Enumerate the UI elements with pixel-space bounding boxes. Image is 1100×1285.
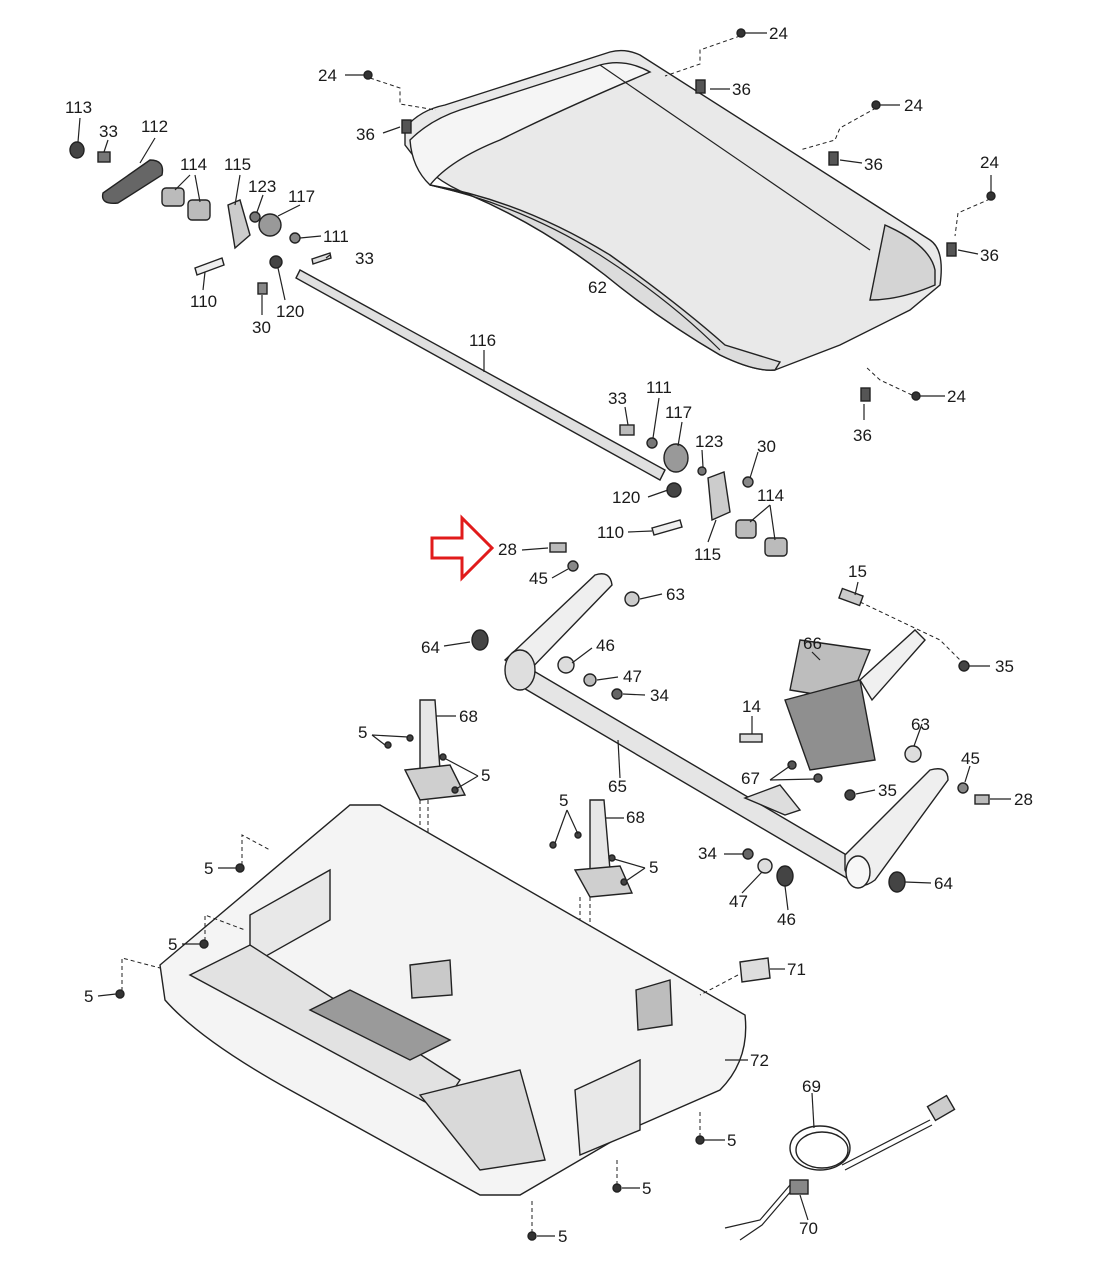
callout-110: 110 (597, 523, 624, 542)
callout-112: 112 (141, 117, 168, 136)
callout-123: 123 (695, 432, 723, 451)
power-cord-69 (724, 1094, 956, 1241)
callout-35: 35 (995, 657, 1014, 676)
callout-115: 115 (694, 545, 721, 564)
callout-5: 5 (358, 723, 367, 742)
callout-67: 67 (741, 769, 760, 788)
callout-35: 35 (878, 781, 897, 800)
callout-47: 47 (729, 892, 748, 911)
leader-lines (77, 32, 1011, 1237)
callout-117: 117 (665, 403, 692, 422)
callout-62: 62 (588, 278, 607, 297)
callout-47: 47 (623, 667, 642, 686)
callout-64: 64 (934, 874, 953, 893)
callout-15: 15 (848, 562, 867, 581)
callout-5: 5 (481, 766, 490, 785)
highlight-arrow (430, 514, 495, 582)
callout-114: 114 (180, 155, 207, 174)
callout-24: 24 (947, 387, 966, 406)
callout-115: 115 (224, 155, 251, 174)
callout-116: 116 (469, 331, 496, 350)
callout-66: 66 (803, 634, 822, 653)
left-pivot-assembly (69, 141, 332, 295)
callout-28: 28 (1014, 790, 1033, 809)
incline-axle-116 (295, 269, 666, 481)
callout-5: 5 (649, 858, 658, 877)
base-fasteners (115, 834, 739, 1241)
callout-45: 45 (529, 569, 548, 588)
callout-64: 64 (421, 638, 440, 657)
incline-frame-65 (471, 542, 990, 893)
callout-120: 120 (612, 488, 640, 507)
upright-68-right (549, 799, 634, 898)
callout-36: 36 (980, 246, 999, 265)
callout-111: 111 (323, 227, 349, 246)
callout-65: 65 (608, 777, 627, 796)
callout-110: 110 (190, 292, 217, 311)
callout-5: 5 (642, 1179, 651, 1198)
callout-46: 46 (777, 910, 796, 929)
callout-111: 111 (646, 378, 672, 397)
callout-5: 5 (204, 859, 213, 878)
hood-fasteners (363, 28, 996, 402)
callout-14: 14 (742, 697, 761, 716)
callout-24: 24 (318, 66, 337, 85)
callout-120: 120 (276, 302, 304, 321)
callout-68: 68 (626, 808, 645, 827)
callout-34: 34 (650, 686, 669, 705)
callout-36: 36 (853, 426, 872, 445)
callout-30: 30 (757, 437, 776, 456)
callout-labels: 24 24 24 24 24 36 36 36 36 36 62 113 33 … (65, 24, 1033, 1246)
callout-30: 30 (252, 318, 271, 337)
incline-motor-66 (739, 587, 970, 801)
callout-72: 72 (750, 1051, 769, 1070)
callout-33: 33 (355, 249, 374, 268)
callout-117: 117 (288, 187, 315, 206)
cord-bracket-70 (789, 1179, 809, 1195)
callout-34: 34 (698, 844, 717, 863)
callout-123: 123 (248, 177, 276, 196)
callout-28: 28 (498, 540, 517, 559)
callout-71: 71 (787, 960, 806, 979)
callout-5: 5 (727, 1131, 736, 1150)
callout-24: 24 (980, 153, 999, 172)
callout-113: 113 (65, 98, 92, 117)
upright-68-left (384, 699, 467, 801)
motor-hood-62 (404, 49, 942, 371)
callout-24: 24 (769, 24, 788, 43)
callout-63: 63 (911, 715, 930, 734)
callout-114: 114 (757, 486, 784, 505)
callout-36: 36 (732, 80, 751, 99)
callout-5: 5 (558, 1227, 567, 1246)
callout-24: 24 (904, 96, 923, 115)
callout-69: 69 (802, 1077, 821, 1096)
callout-33: 33 (99, 122, 118, 141)
callout-5: 5 (168, 935, 177, 954)
callout-5: 5 (559, 791, 568, 810)
callout-33: 33 (608, 389, 627, 408)
callout-36: 36 (864, 155, 883, 174)
callout-36: 36 (356, 125, 375, 144)
callout-45: 45 (961, 749, 980, 768)
callout-63: 63 (666, 585, 685, 604)
base-shroud-72 (159, 804, 771, 1196)
callout-46: 46 (596, 636, 615, 655)
callout-70: 70 (799, 1219, 818, 1238)
callout-68: 68 (459, 707, 478, 726)
right-pivot-assembly (619, 424, 788, 557)
callout-5: 5 (84, 987, 93, 1006)
